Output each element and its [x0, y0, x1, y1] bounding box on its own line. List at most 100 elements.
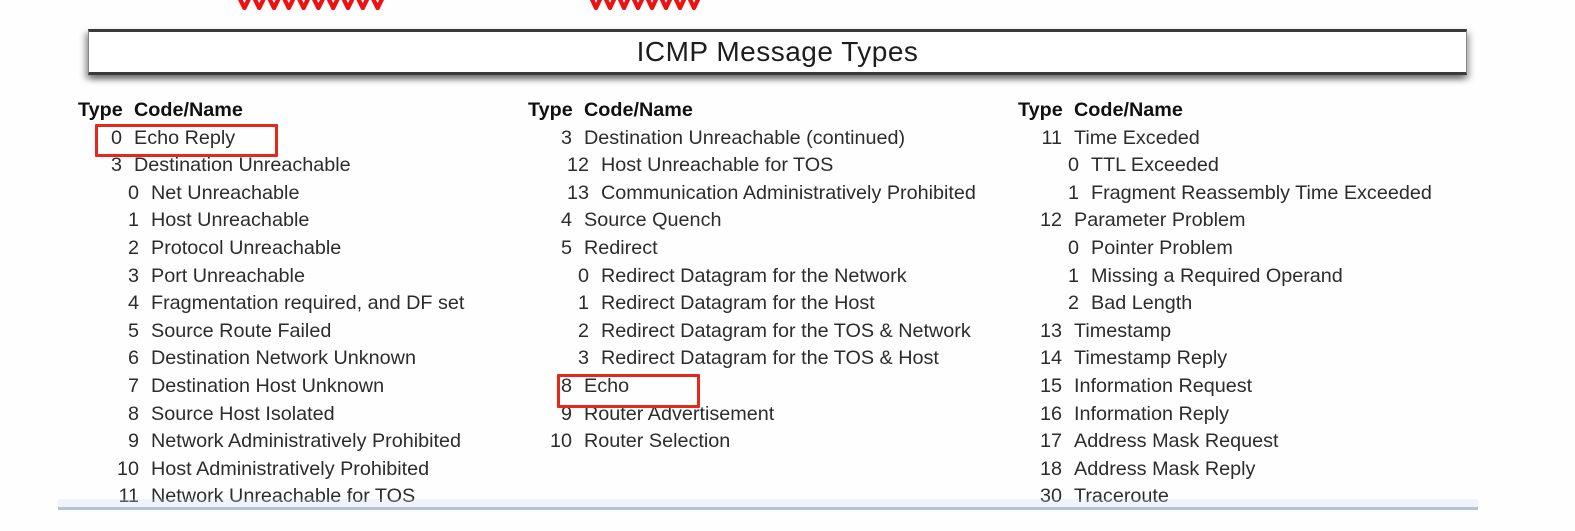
page-title: ICMP Message Types	[636, 36, 919, 67]
table-row: 6 Destination Network Unknown	[78, 345, 464, 373]
column-header: Type Code/Name	[1018, 97, 1432, 125]
table-row: 10 Router Selection	[528, 428, 976, 456]
message-name: Traceroute	[1074, 485, 1169, 508]
type-code-number: 10	[549, 430, 572, 453]
message-name: Destination Unreachable (continued)	[584, 126, 906, 149]
message-name: Net Unreachable	[151, 181, 300, 204]
type-code-number: 5	[560, 236, 572, 259]
table-row: 0 TTL Exceeded	[1018, 152, 1432, 180]
table-row: 8 Echo	[528, 373, 976, 401]
type-code-number: 3	[577, 347, 589, 370]
type-code-number: 2	[127, 236, 139, 259]
type-code-number: 0	[110, 126, 122, 149]
table-row: 17 Address Mask Request	[1018, 428, 1432, 456]
red-squiggle-annotation	[238, 0, 384, 10]
message-name: Communication Administratively Prohibite…	[601, 181, 976, 204]
message-name: Host Unreachable for TOS	[601, 154, 834, 177]
table-row: 18 Address Mask Reply	[1018, 456, 1432, 484]
type-code-number: 3	[127, 264, 139, 287]
table-row: 5 Redirect	[528, 235, 976, 263]
table-row: 4 Fragmentation required, and DF set	[78, 290, 464, 318]
message-name: Fragment Reassembly Time Exceeded	[1091, 181, 1432, 204]
type-code-number: 14	[1039, 347, 1062, 370]
message-name: Destination Unreachable	[134, 154, 351, 177]
message-name: Destination Host Unknown	[151, 374, 385, 397]
type-code-number: 12	[1039, 209, 1062, 232]
bottom-divider	[58, 507, 1478, 510]
table-row: 2 Bad Length	[1018, 290, 1432, 318]
table-row: 2 Redirect Datagram for the TOS & Networ…	[528, 318, 976, 346]
message-name: Redirect Datagram for the TOS & Host	[601, 347, 939, 370]
table-row: 16 Information Reply	[1018, 401, 1432, 429]
table-row: 11 Network Unreachable for TOS	[78, 483, 464, 511]
message-name: Information Reply	[1074, 402, 1230, 425]
column-2: Type Code/Name 3 Destination Unreachable…	[528, 97, 976, 456]
message-name: Destination Network Unknown	[151, 347, 416, 370]
message-name: Router Advertisement	[584, 402, 775, 425]
table-row: 13 Communication Administratively Prohib…	[528, 180, 976, 208]
table-row: 10 Host Administratively Prohibited	[78, 456, 464, 484]
table-row: 12 Host Unreachable for TOS	[528, 152, 976, 180]
message-name: Address Mask Reply	[1074, 457, 1256, 480]
type-code-number: 0	[1067, 154, 1079, 177]
type-code-number: 5	[127, 319, 139, 342]
table-row: 0 Redirect Datagram for the Network	[528, 263, 976, 291]
message-name: Bad Length	[1091, 292, 1193, 315]
column-rows: 0 Echo Reply 3 Destination Unreachable 0…	[78, 125, 464, 511]
type-code-number: 7	[127, 374, 139, 397]
type-code-number: 1	[127, 209, 139, 232]
message-name: Missing a Required Operand	[1091, 264, 1343, 287]
table-row: 12 Parameter Problem	[1018, 207, 1432, 235]
type-code-number: 6	[127, 347, 139, 370]
message-name: Router Selection	[584, 430, 731, 453]
type-code-number: 10	[116, 457, 139, 480]
code-name-header-label: Code/Name	[1074, 99, 1183, 121]
table-row: 0 Echo Reply	[78, 125, 464, 153]
message-name: Network Administratively Prohibited	[151, 430, 462, 453]
type-code-number: 2	[1067, 292, 1079, 315]
message-name: Echo	[584, 374, 630, 397]
message-name: Echo Reply	[134, 126, 236, 149]
table-row: 7 Destination Host Unknown	[78, 373, 464, 401]
message-name: Protocol Unreachable	[151, 236, 342, 259]
type-code-number: 15	[1039, 374, 1062, 397]
type-code-number: 13	[566, 181, 589, 204]
table-row: 1 Fragment Reassembly Time Exceeded	[1018, 180, 1432, 208]
column-rows: 3 Destination Unreachable (continued) 12…	[528, 125, 976, 456]
table-row: 15 Information Request	[1018, 373, 1432, 401]
message-name: Pointer Problem	[1091, 236, 1233, 259]
type-code-number: 0	[127, 181, 139, 204]
column-rows: 11 Time Exceded 0 TTL Exceeded 1 Fragmen…	[1018, 125, 1432, 511]
table-row: 3 Redirect Datagram for the TOS & Host	[528, 345, 976, 373]
table-row: 11 Time Exceded	[1018, 125, 1432, 153]
message-name: Fragmentation required, and DF set	[151, 292, 465, 315]
table-row: 13 Timestamp	[1018, 318, 1432, 346]
message-name: Redirect Datagram for the TOS & Network	[601, 319, 971, 342]
bottom-divider-tint	[58, 499, 1478, 507]
type-code-number: 8	[127, 402, 139, 425]
type-code-number: 4	[560, 209, 572, 232]
table-row: 3 Destination Unreachable (continued)	[528, 125, 976, 153]
type-code-number: 13	[1039, 319, 1062, 342]
type-code-number: 9	[560, 402, 572, 425]
table-row: 9 Network Administratively Prohibited	[78, 428, 464, 456]
type-code-number: 8	[560, 374, 572, 397]
table-row: 8 Source Host Isolated	[78, 401, 464, 429]
type-code-number: 30	[1039, 485, 1062, 508]
message-name: Redirect Datagram for the Host	[601, 292, 875, 315]
type-code-number: 16	[1039, 402, 1062, 425]
message-name: Port Unreachable	[151, 264, 305, 287]
message-name: Host Administratively Prohibited	[151, 457, 430, 480]
table-row: 3 Port Unreachable	[78, 263, 464, 291]
type-header-label: Type	[528, 99, 573, 121]
table-row: 14 Timestamp Reply	[1018, 345, 1432, 373]
type-code-number: 3	[560, 126, 572, 149]
message-name: Host Unreachable	[151, 209, 310, 232]
type-code-number: 12	[566, 154, 589, 177]
type-code-number: 4	[127, 292, 139, 315]
message-name: Redirect Datagram for the Network	[601, 264, 907, 287]
message-name: Source Route Failed	[151, 319, 332, 342]
column-3: Type Code/Name 11 Time Exceded 0 TTL Exc…	[1018, 97, 1432, 511]
type-header-label: Type	[1018, 99, 1063, 121]
